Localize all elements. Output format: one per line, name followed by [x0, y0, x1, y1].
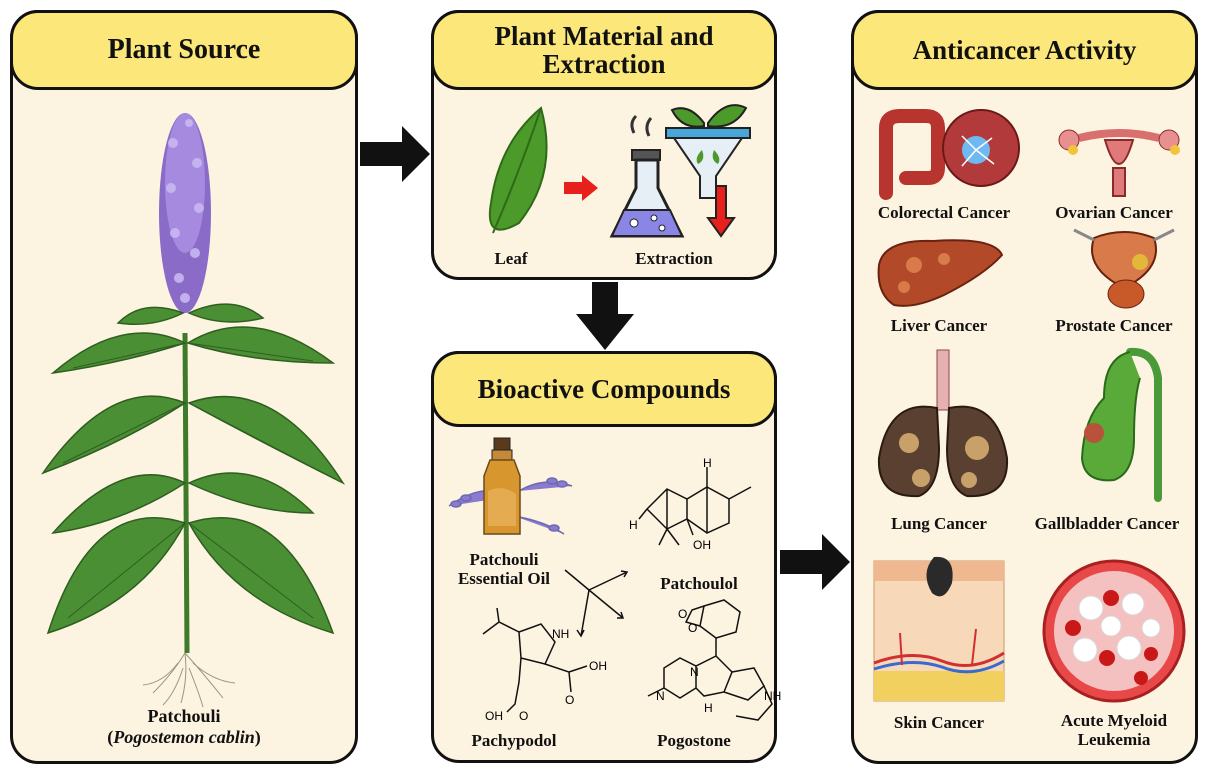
plant-name: Patchouli — [147, 706, 221, 726]
colon-icon — [879, 109, 1020, 200]
ovarian-label: Ovarian Cancer — [1055, 203, 1173, 222]
prostate-icon — [1073, 228, 1175, 309]
patchoulol-label: Patchoulol — [660, 574, 738, 593]
anticancer-title: Anticancer Activity — [912, 34, 1137, 65]
leaf-icon — [488, 106, 548, 234]
atom-nh-indole: NH — [764, 689, 781, 703]
arrow-right-1 — [360, 126, 430, 182]
pogostone-structure: O O N N NH H — [647, 599, 781, 721]
atom-o-a: O — [565, 693, 574, 707]
extraction-label: Extraction — [635, 249, 713, 268]
skin-label: Skin Cancer — [893, 713, 985, 732]
plant-source-panel: Plant Source — [10, 10, 358, 764]
liver-label: Liver Cancer — [890, 316, 988, 335]
atom-n-a: N — [690, 665, 699, 679]
anticancer-header: Anticancer Activity — [851, 10, 1198, 90]
compounds-header: Bioactive Compounds — [431, 351, 777, 427]
oil-bottle-icon — [448, 437, 573, 535]
colorectal-label: Colorectal Cancer — [877, 203, 1011, 222]
branch-arrows — [564, 569, 629, 638]
atom-oh: OH — [693, 538, 711, 552]
atom-o-c: O — [678, 607, 687, 621]
arrow-down — [576, 282, 634, 350]
blood-cell-icon — [1042, 559, 1186, 703]
patchoulol-structure: H H OH — [629, 456, 752, 552]
extraction-header: Plant Material and Extraction — [431, 10, 777, 90]
pachypodol-structure: NH OH O OH O — [482, 607, 607, 723]
compounds-panel: Bioactive Compounds Patchouli Essential … — [431, 351, 781, 763]
plant-source-title: Plant Source — [107, 34, 261, 66]
atom-o-d: O — [688, 621, 697, 635]
atom-h-left: H — [629, 518, 638, 532]
atom-oh-acid: OH — [589, 659, 607, 673]
extraction-panel: Plant Material and Extraction Leaf Extra… — [431, 10, 777, 280]
oil-label-line1: Patchouli — [469, 550, 539, 569]
prostate-label: Prostate Cancer — [1055, 316, 1173, 335]
lung-label: Lung Cancer — [891, 514, 987, 533]
arrow-right-2 — [780, 534, 850, 590]
atom-n-b: N — [656, 689, 665, 703]
plant-source-header: Plant Source — [10, 10, 358, 90]
aml-label-line2: Leukemia — [1077, 730, 1151, 749]
leaf-label: Leaf — [494, 249, 528, 268]
funnel-icon — [665, 104, 751, 238]
skin-icon — [873, 556, 1005, 702]
atom-oh-acid2: OH — [485, 709, 503, 723]
atom-o-b: O — [519, 709, 528, 723]
pachypodol-label: Pachypodol — [471, 731, 557, 750]
lungs-icon — [877, 349, 1009, 498]
ovary-icon — [1058, 129, 1180, 197]
pogostone-label: Pogostone — [657, 731, 731, 750]
aml-label-line1: Acute Myeloid — [1060, 711, 1168, 730]
atom-h-top: H — [703, 456, 712, 470]
liver-icon — [877, 239, 1004, 307]
anticancer-panel: Anticancer Activity Colorectal Cancer Ov… — [851, 10, 1198, 764]
plant-latin-name: (Pogostemon cablin) — [107, 727, 261, 747]
red-arrow-icon — [564, 175, 598, 201]
oil-label-line2: Essential Oil — [457, 569, 551, 588]
atom-h-pog: H — [704, 701, 713, 715]
plant-illustration — [40, 113, 346, 708]
gallbladder-label: Gallbladder Cancer — [1034, 514, 1180, 533]
compounds-title: Bioactive Compounds — [477, 373, 731, 404]
flask-icon — [609, 114, 685, 238]
gallbladder-icon — [1080, 347, 1162, 502]
atom-nh: NH — [552, 627, 569, 641]
extraction-title-line1: Plant Material and — [494, 20, 714, 51]
extraction-title-line2: Extraction — [542, 49, 666, 79]
